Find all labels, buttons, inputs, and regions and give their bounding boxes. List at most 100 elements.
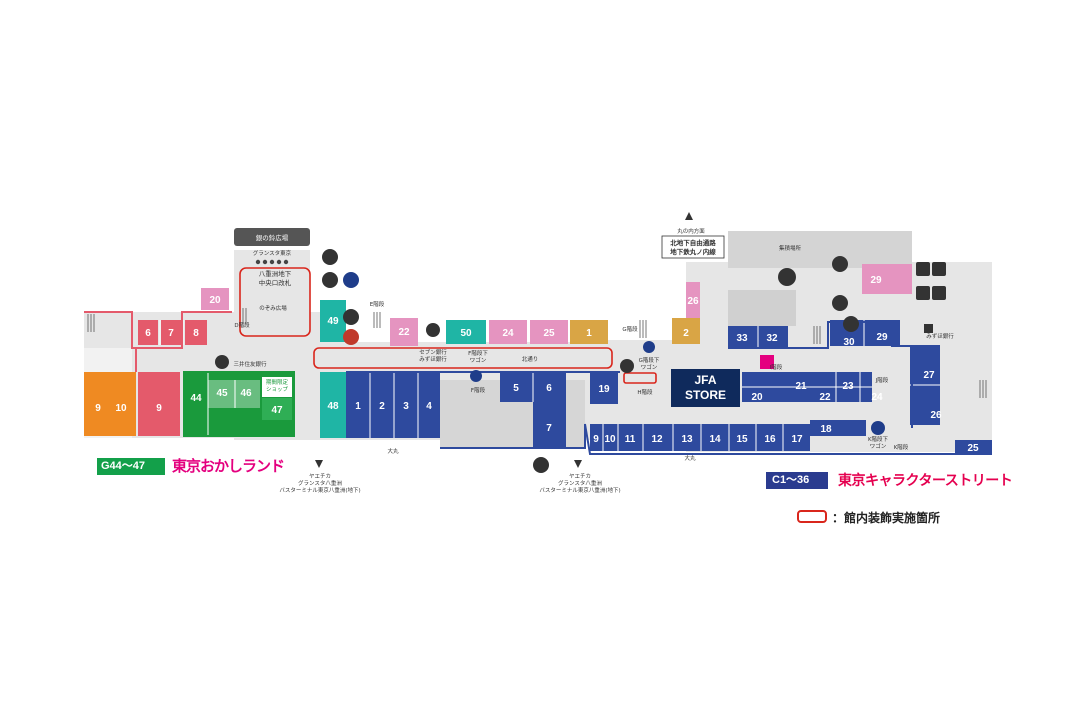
shop-note: 期間限定 bbox=[266, 378, 289, 386]
info-icon bbox=[843, 316, 859, 332]
exit-arrows bbox=[315, 212, 693, 468]
escalator-icon bbox=[533, 457, 549, 473]
wagon-icon bbox=[643, 341, 655, 353]
shop-number: 24 bbox=[502, 328, 514, 339]
shop-number: 46 bbox=[240, 388, 252, 399]
shop-number: 11 bbox=[625, 434, 636, 445]
shop-number: 6 bbox=[546, 383, 552, 394]
jfa-store-label: JFA STORE bbox=[671, 369, 740, 407]
shop-dividers bbox=[159, 320, 940, 451]
shop-number: 2 bbox=[379, 401, 385, 412]
shop-number: 23 bbox=[842, 381, 854, 392]
stairs-icon bbox=[373, 312, 381, 328]
jfa-store-line1: JFA bbox=[694, 373, 717, 387]
center-block bbox=[320, 282, 700, 448]
okashi-land-logo: 東京おかしランド bbox=[172, 457, 285, 475]
shop-number: 4 bbox=[426, 401, 432, 412]
shop-number: 16 bbox=[764, 434, 776, 445]
north-passage-sign bbox=[661, 235, 725, 259]
shop-number: 1 bbox=[355, 401, 361, 412]
shop-number: 3 bbox=[403, 401, 409, 412]
silver-bell-sign bbox=[234, 228, 310, 246]
sign-text: 北地下自由通路 bbox=[670, 238, 716, 247]
stairs-label: I階段 bbox=[770, 363, 783, 371]
character-street-badge: C1〜36 bbox=[766, 472, 828, 489]
atm-icon bbox=[343, 309, 359, 325]
ostomate-icon bbox=[932, 286, 946, 300]
atm-icon bbox=[924, 324, 933, 333]
stairs-label: K階段 bbox=[894, 443, 909, 451]
exit-label: グランスタ八重洲 bbox=[558, 479, 602, 487]
atm-icon bbox=[426, 323, 440, 337]
shop-number: 25 bbox=[967, 443, 979, 454]
escalator-icon bbox=[778, 268, 796, 286]
shop-number: 2 bbox=[683, 328, 689, 339]
shop-number: 17 bbox=[791, 434, 803, 445]
shop-number: 26 bbox=[930, 410, 942, 421]
zone-outlines bbox=[84, 311, 992, 455]
sign-text: 銀の鈴広場 bbox=[256, 233, 289, 242]
sign-text: 中央口改札 bbox=[259, 278, 292, 287]
locker-icon bbox=[322, 272, 338, 288]
baby-icon bbox=[932, 262, 946, 276]
shop-number: 22 bbox=[819, 392, 831, 403]
baggage-icon bbox=[322, 249, 338, 265]
decoration-highlights bbox=[239, 267, 657, 384]
highlight-kita-dori bbox=[313, 347, 613, 369]
shop-number: 29 bbox=[870, 275, 882, 286]
exit-label: ヤエチカ bbox=[569, 473, 591, 480]
stairs-icon bbox=[979, 380, 987, 398]
west-block bbox=[84, 288, 294, 438]
facility-icons bbox=[215, 249, 946, 473]
stairs-label: F階段 bbox=[471, 386, 486, 394]
stairs-label: H階段 bbox=[637, 388, 653, 396]
exit-label: バスターミナル東京八重洲(地下) bbox=[279, 486, 360, 494]
restroom-icon bbox=[916, 262, 930, 276]
exit-label: グランスタ八重洲 bbox=[298, 479, 342, 487]
bank-label: みずほ銀行 bbox=[419, 355, 447, 363]
shop-number: 7 bbox=[546, 423, 552, 434]
character-street-logo: 東京キャラクターストリート bbox=[838, 473, 1013, 489]
locker-icon bbox=[832, 256, 848, 272]
street-label: 北通り bbox=[522, 355, 539, 363]
stairs-label: G階段 bbox=[622, 325, 638, 333]
atm-icon bbox=[215, 355, 229, 369]
shop-number: 14 bbox=[709, 434, 721, 445]
shop-number: 15 bbox=[736, 434, 748, 445]
shop-number: 49 bbox=[327, 316, 339, 327]
shop-numbers: 6 7 8 9 10 9 20 44 45 46 47 49 48 22 50 … bbox=[95, 275, 979, 454]
escalator-icon bbox=[620, 359, 634, 373]
bank-label: みずほ銀行 bbox=[926, 332, 954, 340]
sign-text: グランスタ東京 bbox=[253, 249, 292, 257]
department-label: 大丸 bbox=[387, 447, 399, 455]
wagon-icon bbox=[871, 421, 885, 435]
sign-text: 地下鉄丸ノ内線 bbox=[670, 247, 716, 256]
wheelchair-icon bbox=[916, 286, 930, 300]
shop-number: 22 bbox=[398, 327, 410, 338]
shop-number: 24 bbox=[871, 392, 883, 403]
bank-label: セブン銀行 bbox=[419, 348, 447, 356]
shop-number: 9 bbox=[95, 403, 101, 414]
shop-number: 10 bbox=[115, 403, 127, 414]
shop-number: 13 bbox=[681, 434, 693, 445]
parking-icon bbox=[832, 295, 848, 311]
shop-number: 32 bbox=[766, 333, 778, 344]
shop-number: 30 bbox=[843, 337, 855, 348]
wagon-label: G階段下 bbox=[639, 356, 660, 364]
wagon-label: ワゴン bbox=[641, 363, 658, 371]
shop-number: 12 bbox=[651, 434, 663, 445]
stairs-icon bbox=[87, 314, 95, 332]
wagon-label: ワゴン bbox=[870, 442, 887, 450]
department-label: 大丸 bbox=[684, 454, 696, 462]
sign-text: 集積場所 bbox=[779, 244, 802, 252]
shop-number: 48 bbox=[327, 401, 339, 412]
exit-label: ヤエチカ bbox=[309, 473, 331, 480]
shop-number: 21 bbox=[795, 381, 807, 392]
shop-number: 6 bbox=[145, 328, 151, 339]
shop-number: 47 bbox=[271, 405, 283, 416]
shop-number: 7 bbox=[168, 328, 174, 339]
jfa-store-line2: STORE bbox=[684, 388, 727, 402]
highlight-g-stairs bbox=[623, 372, 657, 384]
shop-number: 8 bbox=[193, 328, 199, 339]
heart-icon bbox=[762, 357, 772, 367]
